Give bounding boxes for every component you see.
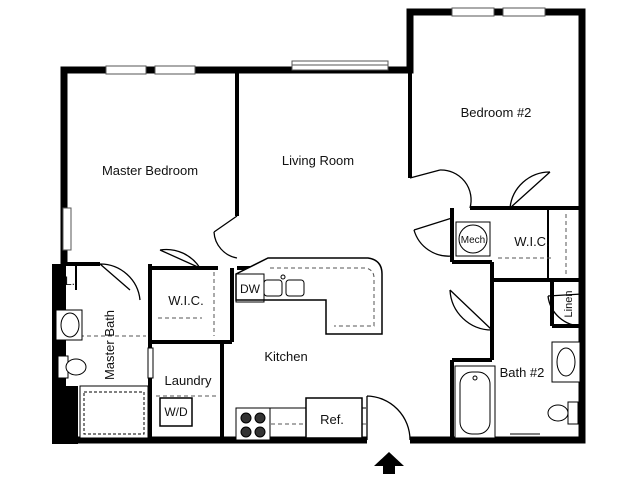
arrow-up-icon	[374, 452, 404, 474]
laundry-label: Laundry	[165, 373, 212, 388]
master-bath-label: Master Bath	[102, 310, 117, 380]
interior-walls	[64, 70, 582, 440]
closet-shelves	[80, 214, 567, 397]
exterior-wall-fills	[52, 264, 78, 444]
linen-label: Linen	[563, 291, 575, 318]
kitchen-sink	[263, 274, 305, 297]
bath-2-label: Bath #2	[500, 365, 545, 380]
refrigerator	[305, 397, 363, 439]
dishwasher	[235, 273, 265, 303]
refrigerator-label: Ref.	[320, 412, 344, 427]
range	[235, 407, 271, 441]
dishwasher-label: DW	[240, 282, 261, 296]
master-wic-label: W.I.C.	[168, 293, 203, 308]
windows	[62, 7, 546, 251]
exterior-walls	[60, 8, 586, 444]
master-bath-fixtures	[55, 309, 154, 439]
kitchen-label: Kitchen	[264, 349, 307, 364]
master-bedroom-label: Master Bedroom	[102, 163, 198, 178]
bath-2-fixtures	[454, 341, 581, 439]
washer-dryer	[159, 397, 193, 427]
washer-dryer-label: W/D	[164, 405, 188, 419]
bedroom-2-label: Bedroom #2	[461, 105, 532, 120]
bedroom-2-wic-label: W.I.C.	[514, 234, 549, 249]
mech-unit	[455, 221, 491, 257]
linen-closet-label: L.	[65, 274, 75, 288]
living-room-label: Living Room	[282, 153, 354, 168]
mech-label: Mech	[461, 235, 485, 246]
